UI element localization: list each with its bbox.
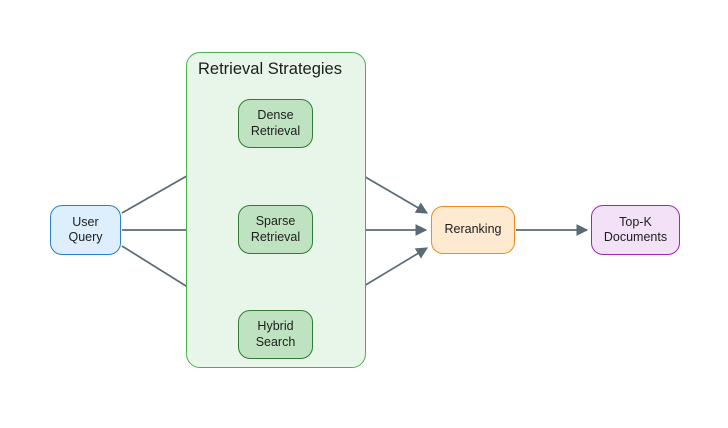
node-hybrid-search[interactable]: Hybrid Search: [238, 310, 313, 359]
node-hybrid-search-label-line2: Search: [255, 334, 296, 349]
node-user-query-label-line1: User: [72, 214, 99, 229]
node-reranking-label: Reranking: [444, 222, 502, 237]
node-sparse-retrieval-label-line1: Sparse: [255, 214, 296, 229]
node-dense-retrieval-label-line2: Retrieval: [250, 123, 301, 138]
node-dense-retrieval-label-line1: Dense: [257, 108, 294, 123]
node-sparse-retrieval[interactable]: Sparse Retrieval: [238, 205, 313, 254]
node-top-k-documents[interactable]: Top-K Documents: [591, 205, 680, 255]
node-user-query[interactable]: User Query: [50, 205, 121, 255]
node-sparse-retrieval-label-line2: Retrieval: [250, 229, 301, 244]
node-dense-retrieval[interactable]: Dense Retrieval: [238, 99, 313, 148]
node-reranking[interactable]: Reranking: [431, 206, 515, 254]
node-top-k-documents-label-line1: Top-K: [619, 214, 652, 229]
node-user-query-label-line2: Query: [68, 230, 103, 244]
cluster-title: Retrieval Strategies: [198, 60, 342, 78]
node-hybrid-search-label-line1: Hybrid: [257, 319, 294, 334]
node-top-k-documents-label-line2: Documents: [603, 230, 668, 244]
